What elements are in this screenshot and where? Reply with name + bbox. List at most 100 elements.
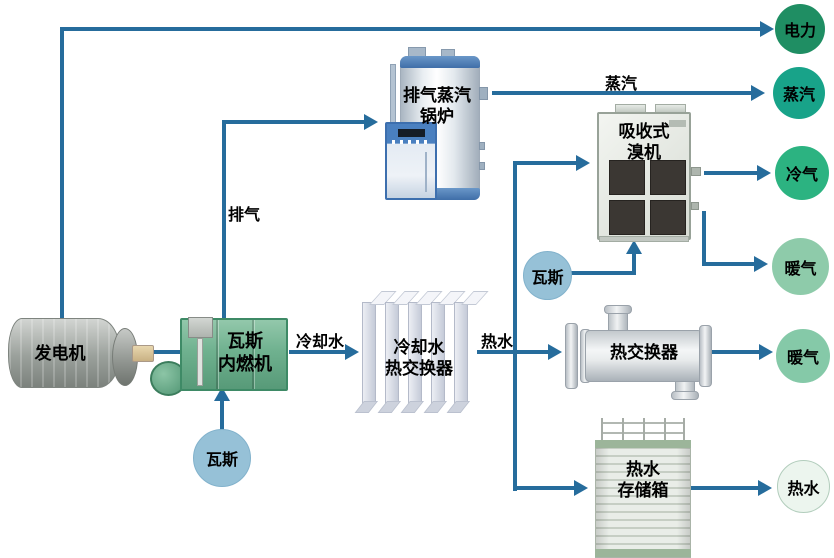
boiler-display — [398, 129, 425, 137]
shell-hx-bottom-nozzle-flange — [671, 391, 699, 400]
gas-engine-unit: 瓦斯 内燃机 — [150, 315, 290, 397]
engine-intake-box — [188, 317, 213, 338]
hot-water-tank-label: 热水 存储箱 — [595, 460, 691, 503]
cold-air-output-label: 冷气 — [785, 165, 818, 184]
shell-hx-top-nozzle-flange — [604, 305, 632, 314]
gas-engine-label-line2: 内燃机 — [218, 353, 272, 375]
steam-output-node: 蒸汽 — [773, 67, 825, 119]
generator-unit: 发电机 — [8, 318, 156, 396]
boiler-cabinet-door-line — [425, 152, 427, 192]
gas-to-chiller-pipe-vertical — [632, 253, 636, 275]
shell-hx-left-flange — [565, 323, 578, 389]
hx-plate — [431, 302, 445, 404]
chiller-louver-panel — [650, 160, 686, 195]
hot-water-label: 热水 — [481, 332, 514, 351]
engine-panel-divider — [216, 320, 218, 389]
tank-railing-post — [643, 418, 645, 440]
chiller-cold-nozzle — [691, 167, 701, 176]
hx-plate — [362, 302, 376, 404]
gas-input-engine-node: 瓦斯 — [193, 429, 251, 487]
chiller-warm-air-pipe-vertical — [702, 211, 706, 264]
absorption-chiller-label-line1: 吸收式 — [618, 122, 670, 142]
tank-railing-post — [601, 418, 603, 440]
exhaust-pipe-vertical — [222, 122, 226, 320]
tank-bottom-band — [595, 549, 691, 557]
exhaust-pipe-horizontal — [222, 120, 366, 124]
hot-water-out-arrow — [758, 480, 772, 496]
chiller-warm-nozzle — [691, 202, 699, 210]
chiller-nameplate — [669, 120, 686, 127]
exhaust-boiler-label-line1: 排气蒸汽 — [403, 86, 471, 106]
chiller-body — [597, 112, 691, 240]
hx-plate — [408, 302, 422, 404]
electricity-pipe-horizontal — [60, 27, 762, 31]
hot-water-to-hx-arrow — [548, 344, 562, 360]
exhaust-boiler-unit: 排气蒸汽 锅炉 — [383, 46, 491, 202]
exhaust-label: 排气 — [228, 205, 261, 224]
gas-engine-label-line1: 瓦斯 — [227, 331, 263, 352]
shell-hx-label: 热交换器 — [610, 343, 678, 363]
hot-water-to-chiller-arrow — [576, 155, 590, 171]
cooling-water-hx-unit: 冷却水 热交换器 — [358, 284, 480, 414]
absorption-chiller-unit: 吸收式 溴机 — [595, 104, 701, 244]
cold-air-output-node: 冷气 — [775, 146, 829, 200]
tank-railing-post — [622, 418, 624, 440]
shell-hx-body — [585, 330, 703, 382]
electricity-output-label: 电力 — [783, 21, 816, 40]
gas-to-engine-pipe — [220, 399, 224, 431]
chiller-louver-panel — [609, 160, 645, 195]
gas-input-chiller-node: 瓦斯 — [523, 251, 572, 300]
tank-railing-post — [664, 418, 666, 440]
gas-to-chiller-pipe-horizontal — [570, 271, 636, 275]
hot-water-to-tank-arrow — [574, 480, 588, 496]
cooling-water-hx-label: 冷却水 热交换器 — [358, 338, 480, 381]
electricity-output-node: 电力 — [775, 4, 825, 54]
shell-hx-right-flange — [699, 325, 712, 387]
shell-hx-unit: 热交换器 — [563, 305, 715, 401]
tank-railing-post — [683, 418, 685, 440]
electricity-pipe-vertical — [60, 29, 64, 322]
warm-air-hx-output-label: 暖气 — [786, 348, 819, 367]
absorption-chiller-label: 吸收式 溴机 — [597, 122, 691, 165]
hot-water-tank-label-line1: 热水 — [626, 460, 660, 480]
boiler-side-stub — [479, 162, 485, 170]
steam-arrow — [751, 85, 765, 101]
hx-plate — [385, 302, 399, 404]
tank-hot-water-pipe — [691, 486, 760, 490]
cooling-water-label: 冷却水 — [296, 332, 345, 351]
hot-water-branch-to-chiller — [513, 161, 578, 165]
chiller-warm-air-pipe-horizontal — [702, 262, 756, 266]
engine-intake-pipe — [197, 338, 203, 386]
warm-air-hx-output-node: 暖气 — [776, 329, 830, 383]
engine-panel-divider — [252, 320, 254, 389]
boiler-indicator-lights — [392, 140, 432, 144]
gas-input-chiller-label: 瓦斯 — [531, 267, 564, 287]
hot-water-output-node: 热水 — [777, 460, 830, 513]
steam-label: 蒸汽 — [605, 74, 638, 93]
steam-output-label: 蒸汽 — [782, 85, 815, 104]
exhaust-boiler-label-line2: 锅炉 — [420, 107, 454, 128]
hot-water-branch-to-tank — [513, 486, 576, 490]
steam-pipe — [492, 91, 753, 95]
warm-air-chiller-arrow — [754, 256, 768, 272]
electricity-arrow — [760, 21, 774, 37]
boiler-top-cap — [400, 56, 480, 68]
tank-top-band — [595, 440, 691, 448]
boiler-side-stub — [479, 142, 485, 150]
gas-input-engine-label: 瓦斯 — [205, 450, 238, 469]
cooling-water-pipe — [289, 350, 346, 354]
gas-to-chiller-arrow — [626, 240, 642, 254]
boiler-steam-nozzle — [479, 87, 488, 100]
warm-air-hx-arrow — [759, 344, 773, 360]
cooling-water-hx-label-line1: 冷却水 — [393, 338, 445, 358]
generator-engine-shaft-line — [128, 350, 182, 354]
hx-warm-air-pipe — [712, 350, 761, 354]
cold-air-arrow — [757, 165, 771, 181]
hot-water-main-vertical — [513, 161, 517, 491]
generator-shaft — [132, 345, 154, 362]
boiler-control-cabinet — [385, 122, 437, 200]
cooling-water-hx-label-line2: 热交换器 — [385, 359, 453, 380]
gas-engine-label: 瓦斯 内燃机 — [202, 331, 288, 376]
absorption-chiller-label-line2: 溴机 — [627, 143, 661, 164]
chiller-base — [599, 236, 689, 242]
